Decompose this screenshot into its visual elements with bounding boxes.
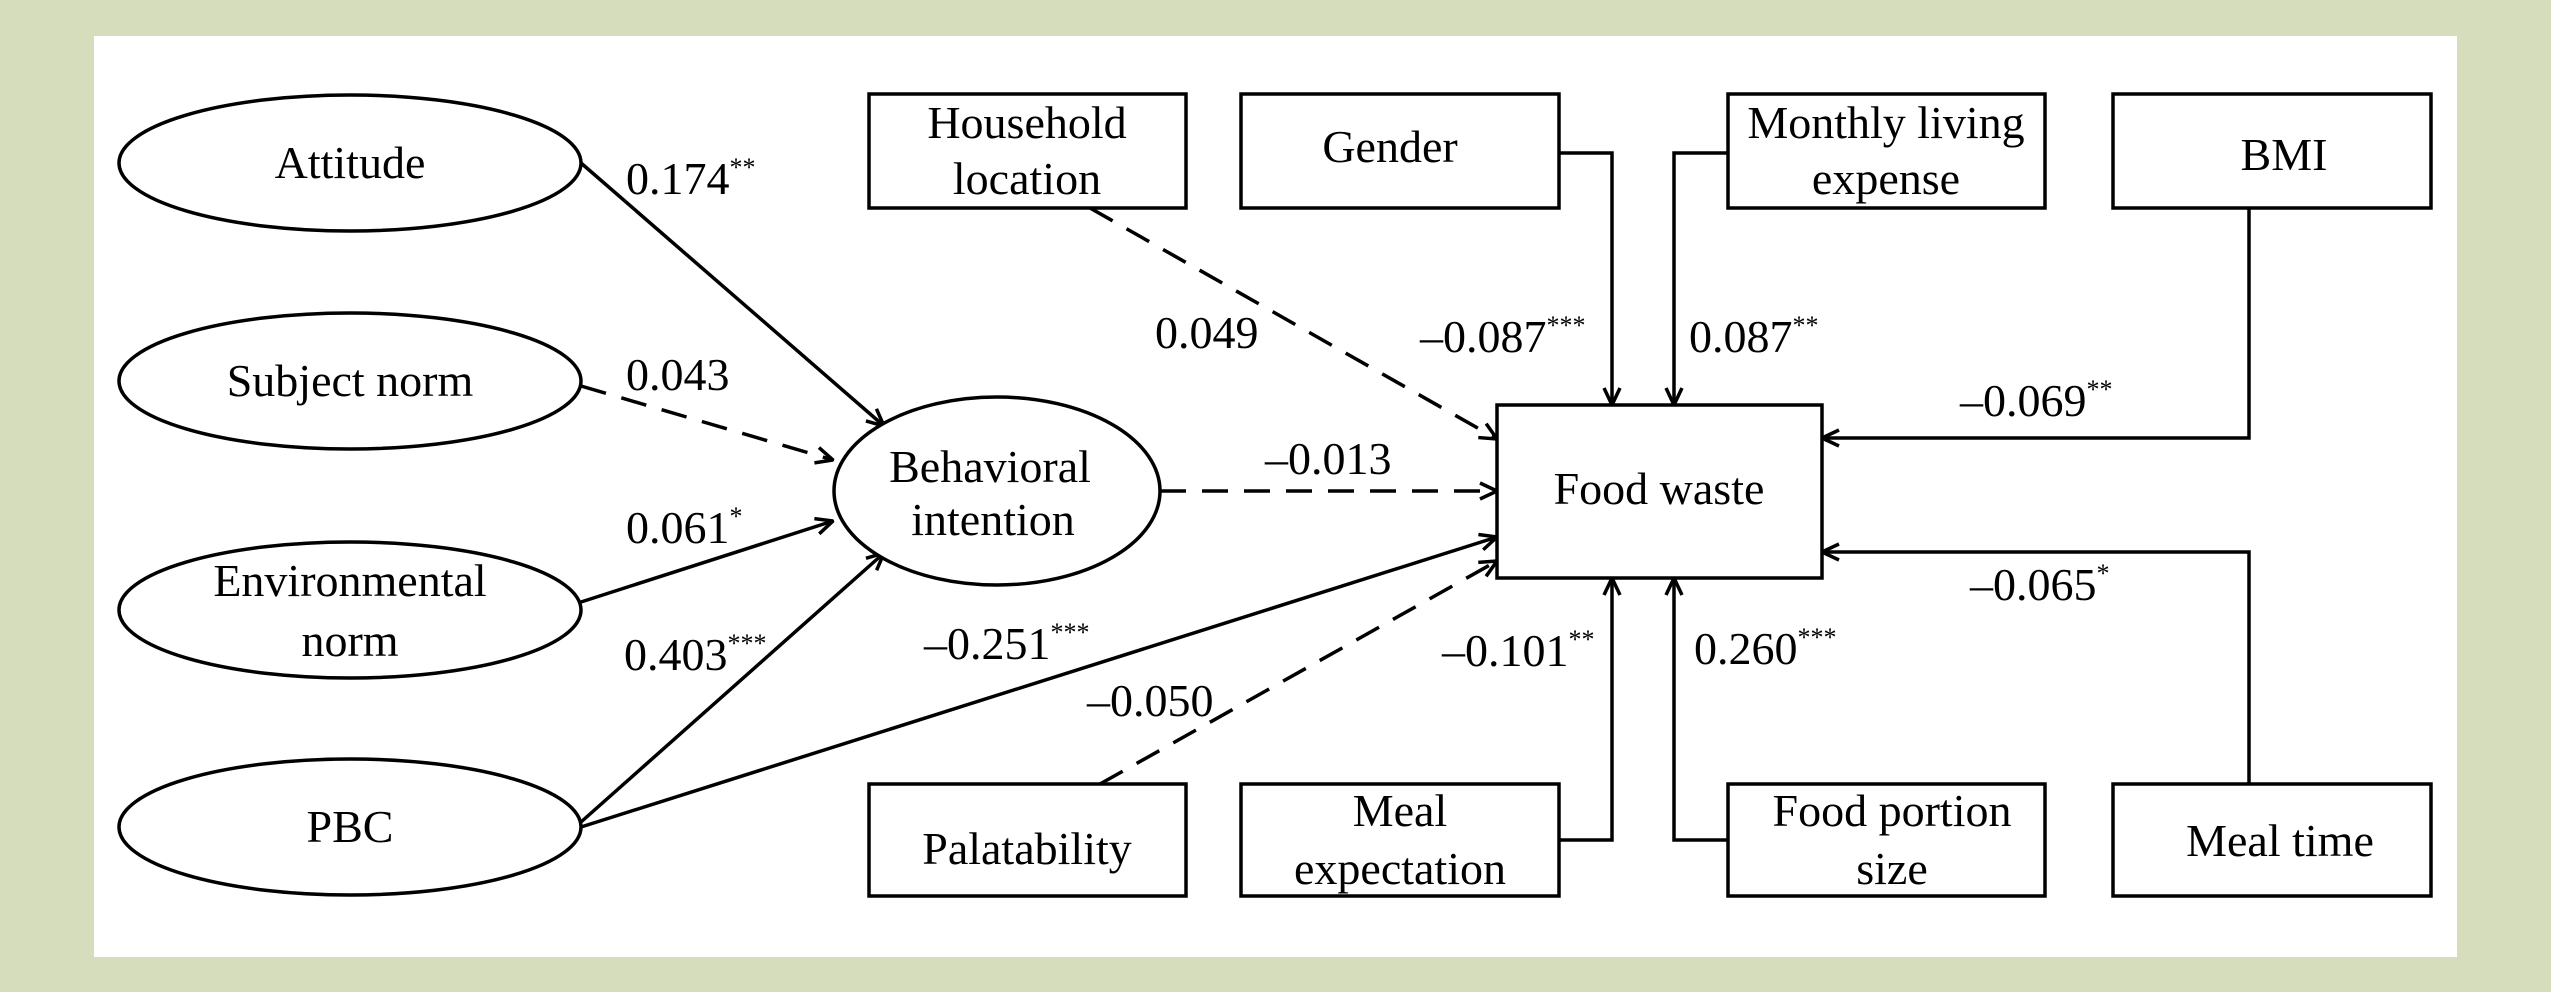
coef-gender-fw: –0.087***: [1419, 311, 1586, 362]
coef-bi-fw: –0.013: [1264, 433, 1392, 484]
edge-pbc-fw: [580, 537, 1497, 829]
node-label: Palatability: [922, 823, 1132, 874]
node-label: Attitude: [275, 137, 426, 188]
node-gender: Gender: [1239, 92, 1561, 210]
node-monthly-living-expense: Monthly living expense: [1726, 92, 2047, 210]
coef-expectation-fw: –0.101**: [1441, 625, 1595, 676]
coef-attitude-bi: 0.174**: [626, 153, 756, 204]
node-food-portion-size: Food portion size: [1726, 782, 2047, 898]
node-palatability: Palatability: [867, 782, 1188, 898]
edge-bmi-fw: [1822, 208, 2251, 438]
edge-expense-fw: [1674, 151, 1728, 405]
edge-palatability-fw: [1099, 561, 1497, 786]
node-household-location: Household location: [867, 92, 1188, 210]
node-label: intention: [911, 494, 1075, 545]
node-pbc: PBC: [117, 757, 583, 897]
node-bmi: BMI: [2111, 92, 2433, 210]
edge-portion-fw: [1674, 578, 1728, 842]
node-label: location: [953, 153, 1101, 204]
node-label: Monthly living: [1747, 97, 2024, 148]
node-label: Food waste: [1554, 463, 1765, 514]
node-label: Food portion: [1773, 785, 2012, 836]
node-subject-norm: Subject norm: [117, 311, 583, 451]
coef-subject-bi: 0.043: [626, 349, 730, 400]
node-label: Subject norm: [227, 355, 474, 406]
coef-palatability-fw: –0.050: [1086, 675, 1214, 726]
coef-portion-fw: 0.260***: [1694, 623, 1837, 674]
coef-pbc-fw: –0.251***: [923, 618, 1090, 669]
edge-subject-bi: [580, 384, 833, 460]
coef-mealtime-fw: –0.065*: [1969, 559, 2110, 610]
node-label: norm: [301, 615, 398, 666]
node-label: PBC: [307, 801, 394, 852]
node-label: size: [1856, 843, 1928, 894]
node-label: Meal time: [2186, 815, 2374, 866]
node-label: Gender: [1322, 121, 1457, 172]
edge-attitude-bi: [579, 161, 884, 426]
coef-household-fw: 0.049: [1155, 307, 1259, 358]
node-label: Behavioral: [889, 441, 1091, 492]
node-label: Household: [927, 97, 1126, 148]
node-label: Environmental: [213, 555, 486, 606]
node-meal-time: Meal time: [2111, 782, 2433, 898]
node-attitude: Attitude: [117, 93, 583, 233]
node-label: expectation: [1294, 843, 1506, 894]
edge-gender-fw: [1559, 151, 1612, 405]
node-label: expense: [1812, 153, 1960, 204]
edge-pbc-bi: [579, 553, 884, 824]
node-label: BMI: [2241, 129, 2328, 180]
node-behavioral-intention: Behavioral intention: [832, 395, 1162, 587]
edge-env-bi: [580, 521, 833, 604]
node-food-waste: Food waste: [1495, 403, 1824, 580]
coef-pbc-bi: 0.403***: [624, 629, 767, 680]
edge-household-fw: [1089, 206, 1497, 439]
edge-expectation-fw: [1559, 578, 1612, 842]
node-meal-expectation: Meal expectation: [1239, 782, 1561, 898]
coef-expense-fw: 0.087**: [1689, 311, 1819, 362]
node-environmental-norm: Environmental norm: [117, 540, 583, 680]
coef-bmi-fw: –0.069**: [1959, 375, 2113, 426]
node-label: Meal: [1353, 785, 1448, 836]
edge-mealtime-fw: [1822, 552, 2251, 784]
coef-env-bi: 0.061*: [626, 502, 743, 553]
